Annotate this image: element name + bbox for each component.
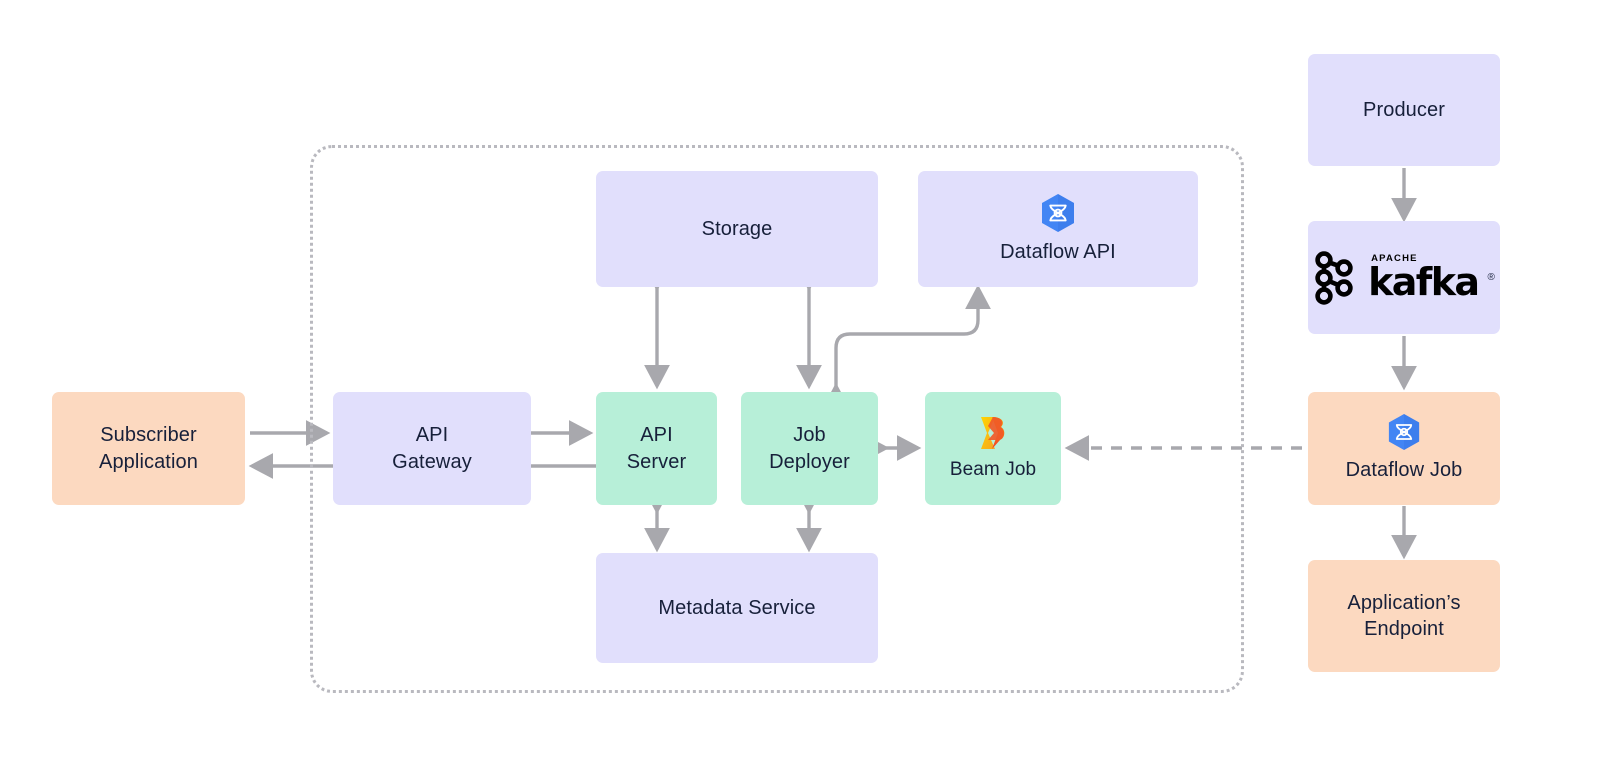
node-label: Dataflow API bbox=[1000, 240, 1116, 263]
node-kafka[interactable]: APACHE kafka ® bbox=[1308, 221, 1500, 334]
node-api-gateway[interactable]: API Gateway bbox=[333, 392, 531, 505]
node-label: Subscriber Application bbox=[99, 424, 198, 473]
node-api-server[interactable]: API Server bbox=[596, 392, 717, 505]
node-dataflow-api[interactable]: Dataflow API bbox=[918, 171, 1198, 287]
node-beam-job[interactable]: Beam Job bbox=[925, 392, 1061, 505]
kafka-mark bbox=[1315, 250, 1353, 305]
node-label: API Server bbox=[626, 424, 687, 473]
kafka-apache-text: APACHE bbox=[1371, 253, 1418, 265]
node-label: Dataflow Job bbox=[1345, 459, 1463, 482]
node-subscriber-application[interactable]: Subscriber Application bbox=[52, 392, 245, 505]
node-label: Metadata Service bbox=[658, 596, 816, 619]
node-producer[interactable]: Producer bbox=[1308, 54, 1500, 166]
apache-kafka-logo: APACHE kafka ® bbox=[1313, 250, 1495, 306]
apache-beam-icon bbox=[978, 415, 1008, 451]
node-label: Producer bbox=[1363, 98, 1445, 121]
kafka-name-text: kafka bbox=[1368, 259, 1480, 304]
node-label: Storage bbox=[701, 217, 773, 240]
node-dataflow-job[interactable]: Dataflow Job bbox=[1308, 392, 1500, 505]
node-label: Job Deployer bbox=[769, 424, 850, 473]
node-metadata-service[interactable]: Metadata Service bbox=[596, 553, 878, 663]
node-label: API Gateway bbox=[392, 424, 472, 473]
google-dataflow-icon bbox=[1387, 413, 1421, 451]
node-application-endpoint[interactable]: Application’s Endpoint bbox=[1308, 560, 1500, 672]
google-dataflow-icon bbox=[1040, 193, 1076, 233]
node-label: Application’s Endpoint bbox=[1347, 591, 1461, 640]
node-label: Beam Job bbox=[949, 458, 1037, 480]
node-storage[interactable]: Storage bbox=[596, 171, 878, 287]
platform-boundary bbox=[310, 145, 1244, 693]
node-job-deployer[interactable]: Job Deployer bbox=[741, 392, 878, 505]
